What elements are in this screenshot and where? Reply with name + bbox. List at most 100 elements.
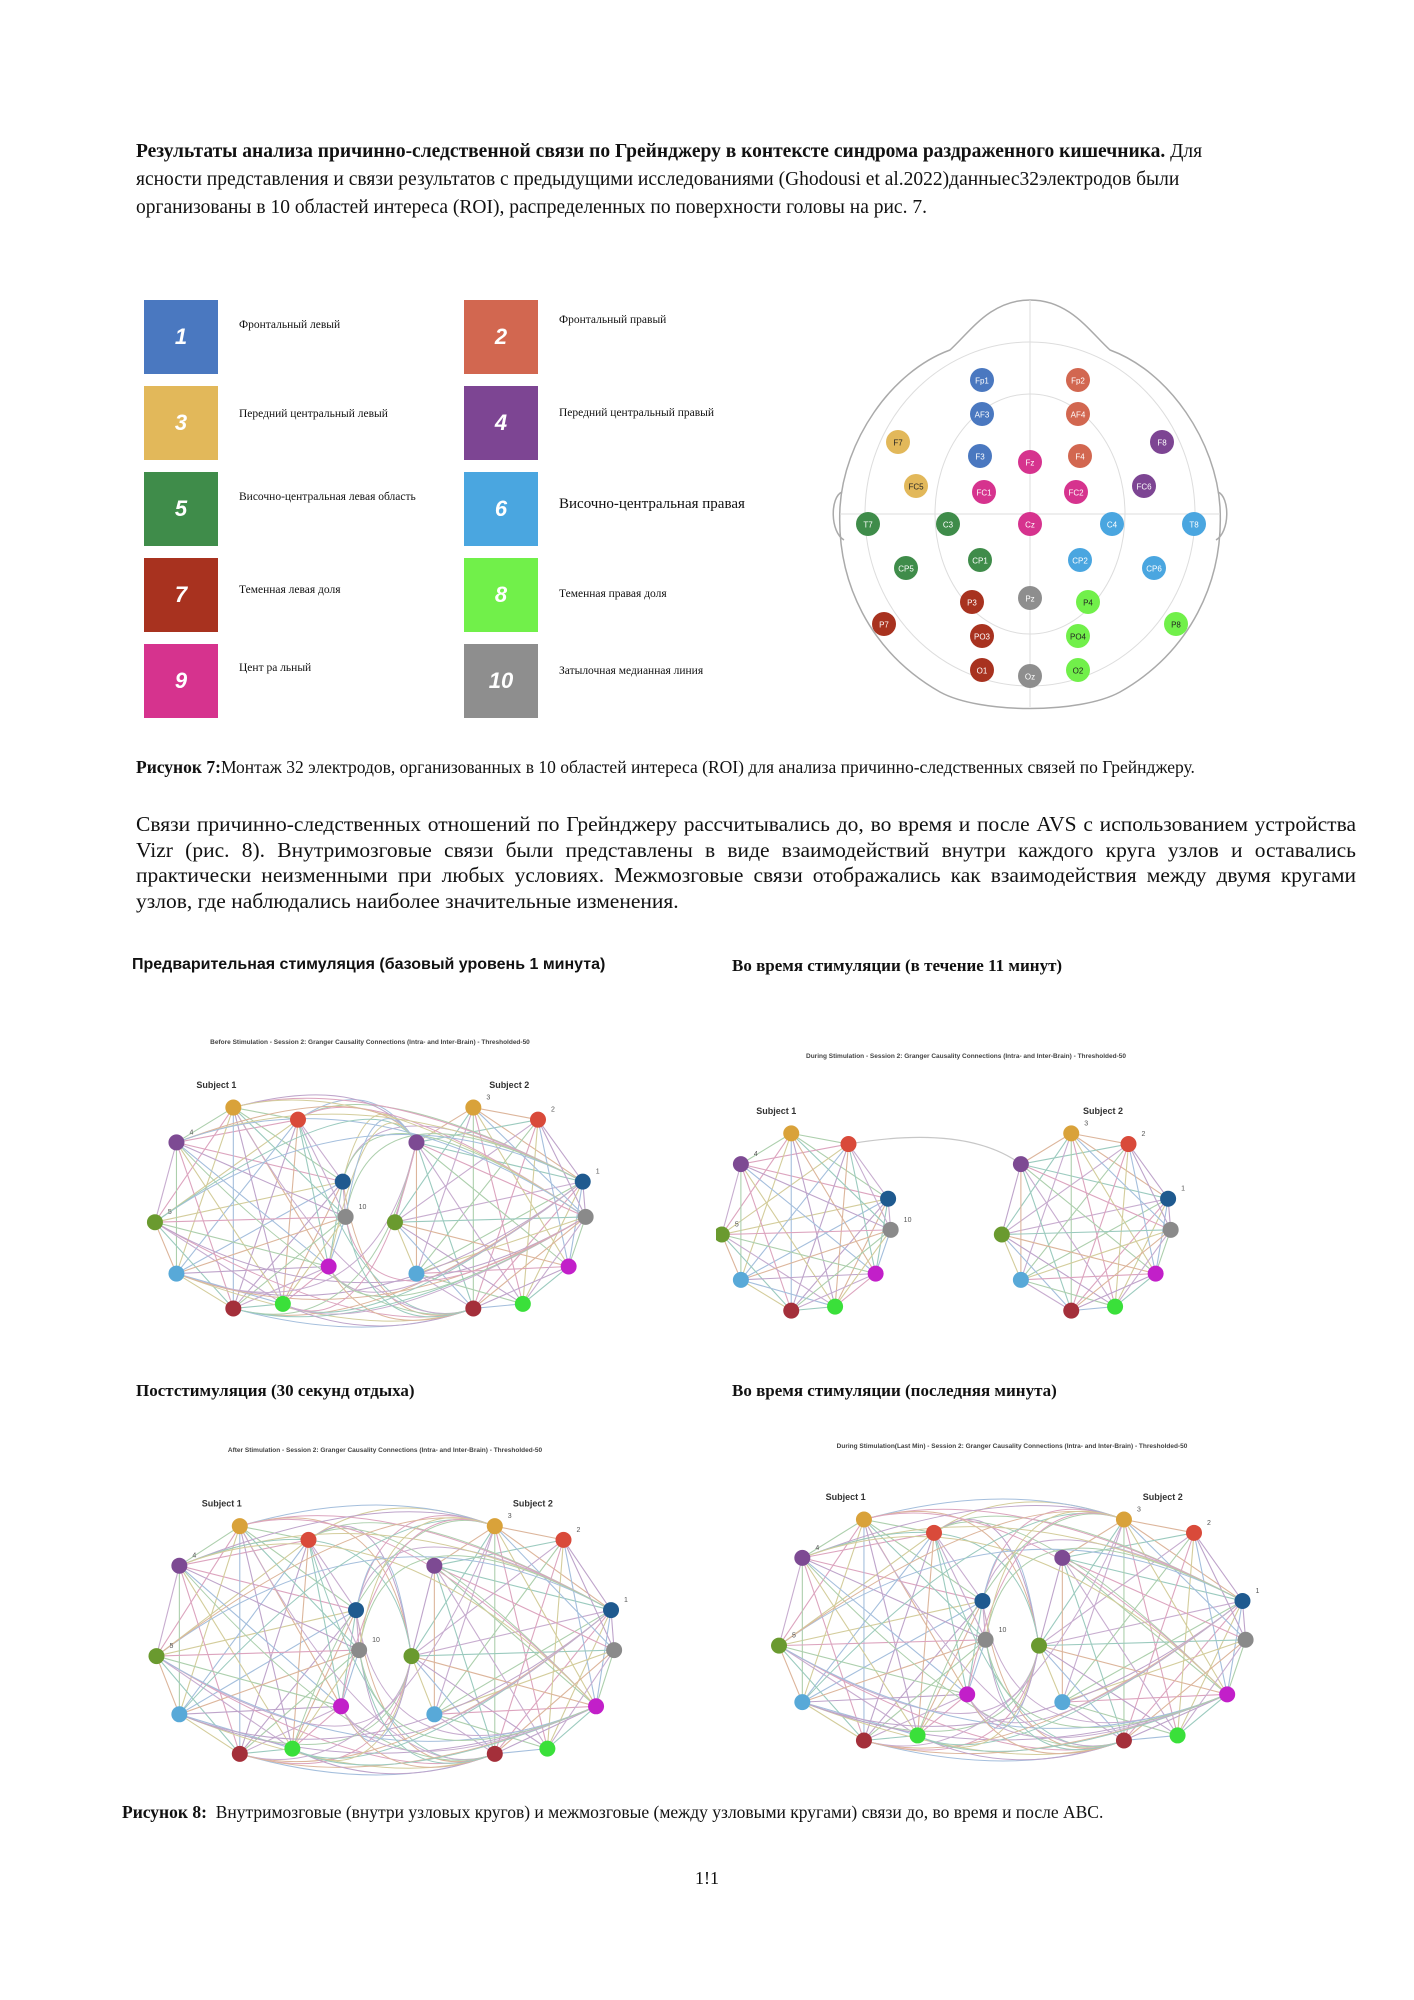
electrode-label: Fz	[1026, 459, 1035, 468]
roi-swatch-10: 10	[464, 644, 538, 718]
network-node	[530, 1112, 546, 1128]
node-number-label: 4	[189, 1129, 193, 1136]
intra-edge	[802, 1601, 982, 1702]
network-node	[348, 1602, 364, 1618]
intra-edge	[155, 1108, 233, 1223]
network-node	[539, 1741, 555, 1757]
network-node	[515, 1296, 531, 1312]
node-number-label: 10	[999, 1627, 1007, 1634]
intra-edge	[155, 1222, 177, 1273]
electrode-af3: AF3	[970, 402, 994, 426]
network-node	[827, 1299, 843, 1315]
roi-swatch-9: 9	[144, 644, 218, 718]
electrode-cp5: CP5	[894, 556, 918, 580]
network-node	[994, 1227, 1010, 1243]
electrode-o1: O1	[970, 658, 994, 682]
network-node	[387, 1214, 403, 1230]
network-node	[1160, 1191, 1176, 1207]
intra-edge	[779, 1640, 986, 1646]
roi-label-2: Фронтальный правый	[559, 314, 759, 326]
node-number-label: 3	[1137, 1507, 1141, 1514]
subject-label-2: Subject 2	[1083, 1106, 1123, 1116]
inter-edge	[176, 1142, 416, 1292]
node-number-label: 5	[169, 1643, 173, 1650]
intra-edge	[1021, 1199, 1168, 1280]
electrode-head-map: Fp1Fp2AF3AF4F7F3FzF4F8FC5FC1FC2FC6T7C3Cz…	[830, 292, 1230, 722]
roi-swatch-4: 4	[464, 386, 538, 460]
network-node	[1234, 1593, 1250, 1609]
electrode-fc1: FC1	[972, 480, 996, 504]
electrode-c4: C4	[1100, 512, 1124, 536]
network-node	[578, 1209, 594, 1225]
network-node	[1238, 1632, 1254, 1648]
network-plot-before: Before Stimulation - Session 2: Granger …	[130, 1028, 610, 1328]
network-node	[783, 1125, 799, 1141]
network-node	[1013, 1156, 1029, 1172]
network-node	[883, 1222, 899, 1238]
electrode-fc6: FC6	[1132, 474, 1156, 498]
inter-edge	[156, 1518, 494, 1656]
inter-edge	[802, 1537, 1227, 1695]
node-number-label: 2	[1142, 1131, 1146, 1138]
network-node	[147, 1214, 163, 1230]
electrode-label: FC1	[976, 489, 992, 498]
network-node	[284, 1741, 300, 1757]
network-node	[351, 1642, 367, 1658]
panel-heading-3: Постстимуляция (30 секунд отдыха)	[136, 1381, 415, 1401]
inter-edge	[179, 1544, 596, 1707]
intra-edge	[722, 1235, 835, 1307]
network-node	[171, 1706, 187, 1722]
intra-edge	[395, 1222, 417, 1273]
intro-line1-rest: Для	[1165, 141, 1202, 162]
roi-swatch-1: 1	[144, 300, 218, 374]
network-node	[487, 1518, 503, 1534]
network-node	[1116, 1732, 1132, 1748]
subject-label-1: Subject 1	[196, 1080, 236, 1090]
electrode-label: FC2	[1068, 489, 1084, 498]
network-chart-title: During Stimulation - Session 2: Granger …	[806, 1053, 1126, 1060]
network-node	[225, 1300, 241, 1316]
network-node	[408, 1266, 424, 1282]
electrode-label: PO3	[974, 633, 991, 642]
network-node	[603, 1602, 619, 1618]
subject-1-nodes	[147, 1100, 354, 1317]
inter-edge	[176, 1114, 582, 1182]
roi-swatch-7: 7	[144, 558, 218, 632]
intra-edge	[1002, 1164, 1021, 1234]
node-number-label: 10	[904, 1217, 912, 1224]
electrode-label: Oz	[1025, 673, 1035, 682]
network-node	[1163, 1222, 1179, 1238]
node-number-label: 3	[1084, 1120, 1088, 1127]
inter-edge	[982, 1549, 1039, 1645]
network-node	[338, 1209, 354, 1225]
node-number-label: 4	[754, 1151, 758, 1158]
network-node	[426, 1558, 442, 1574]
network-plot-last-minute: During Stimulation(Last Min) - Session 2…	[752, 1432, 1272, 1762]
intra-edge	[1002, 1235, 1115, 1307]
intra-edge	[155, 1217, 346, 1222]
electrode-f8: F8	[1150, 430, 1174, 454]
inter-edge	[309, 1508, 495, 1540]
roi-swatch-6: 6	[464, 472, 538, 546]
electrode-f4: F4	[1068, 444, 1092, 468]
intra-edge	[1124, 1735, 1178, 1740]
intra-edge	[741, 1133, 791, 1279]
intra-edge	[156, 1526, 239, 1656]
network-node	[588, 1698, 604, 1714]
subject-1-nodes	[716, 1125, 899, 1318]
intra-edge	[155, 1222, 283, 1304]
network-node	[225, 1100, 241, 1116]
network-node	[856, 1512, 872, 1528]
network-node	[856, 1732, 872, 1748]
intra-edge	[411, 1526, 494, 1656]
network-plot-after: After Stimulation - Session 2: Granger C…	[130, 1436, 640, 1776]
network-node	[1013, 1272, 1029, 1288]
intra-edge	[176, 1217, 345, 1274]
electrode-cz: Cz	[1018, 512, 1042, 536]
intra-edge	[411, 1566, 434, 1656]
electrode-p3: P3	[960, 590, 984, 614]
panel-heading-4: Во время стимуляции (последняя минута)	[732, 1381, 1057, 1401]
network-node	[232, 1746, 248, 1762]
intra-edge	[722, 1230, 891, 1235]
intra-edge	[179, 1714, 239, 1754]
